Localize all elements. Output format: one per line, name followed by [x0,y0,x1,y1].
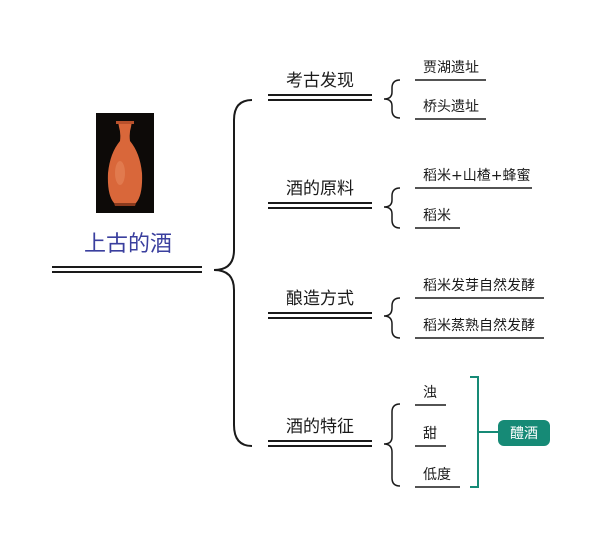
branch-label-brewing-method: 酿造方式 [286,289,354,309]
leaf-sweet: 甜 [423,426,437,442]
root-title: 上古的酒 [83,232,172,257]
vase-icon [107,121,143,206]
leaf-turbid: 浊 [423,385,437,401]
vase-image [96,113,154,213]
leaf-jiahu-site: 贾湖遗址 [423,60,479,76]
leaf-rice: 稻米 [423,208,451,224]
leaf-rice-hawthorn-honey: 稻米+山楂+蜂蜜 [423,168,531,184]
branch-label-ingredients: 酒的原料 [286,179,354,199]
leaf-sprouted-rice-fermentation: 稻米发芽自然发酵 [423,278,535,294]
leaf-low-alcohol: 低度 [423,467,451,483]
branch-label-characteristics: 酒的特征 [286,417,354,437]
branch-label-archaeology: 考古发现 [286,71,354,91]
leaf-steamed-rice-fermentation: 稻米蒸熟自然发酵 [423,318,535,334]
summary-tag-li-wine: 醴酒 [498,420,550,446]
leaf-qiaotou-site: 桥头遗址 [423,99,479,115]
